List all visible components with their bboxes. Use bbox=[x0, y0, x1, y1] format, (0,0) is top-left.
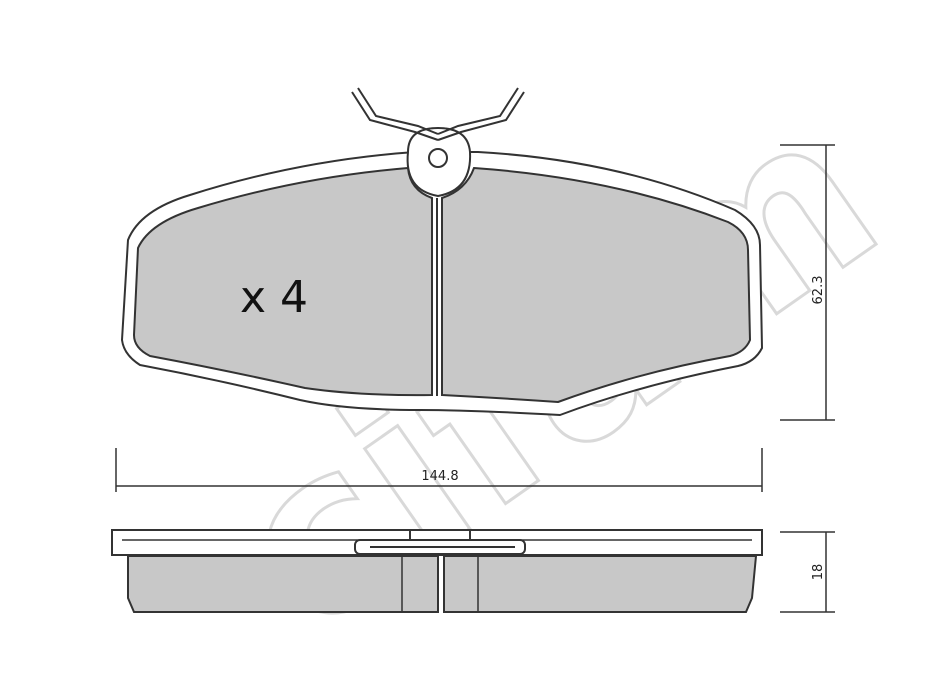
width-dimension bbox=[115, 448, 763, 492]
spring-clip bbox=[351, 87, 525, 141]
spring-clip-side bbox=[354, 529, 526, 555]
friction-pad-left bbox=[132, 166, 433, 397]
thickness-dimension-label: 18 bbox=[811, 564, 826, 581]
friction-pad-right bbox=[441, 166, 752, 404]
friction-pad-side-right bbox=[443, 555, 758, 613]
friction-pad-side-left bbox=[127, 555, 439, 613]
mounting-hole bbox=[428, 148, 448, 168]
thickness-dimension bbox=[780, 531, 835, 613]
height-dimension-label: 62.3 bbox=[811, 276, 826, 305]
width-dimension-label: 144.8 bbox=[421, 469, 458, 484]
quantity-label: x 4 bbox=[240, 272, 308, 323]
height-dimension bbox=[780, 144, 835, 421]
